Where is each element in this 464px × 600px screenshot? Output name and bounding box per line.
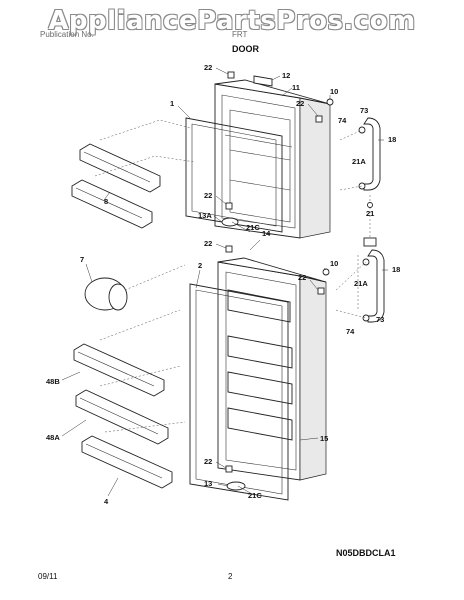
handle-18-top — [363, 117, 381, 191]
callout-1: 1 — [170, 99, 174, 108]
nameplate — [253, 75, 273, 87]
plug-22-mid — [225, 202, 233, 210]
handle-18-bottom — [367, 249, 385, 323]
hinge-13 — [226, 481, 246, 491]
model-header: FRT — [232, 30, 248, 39]
plug-22-top — [227, 71, 235, 79]
callout-10-top: 10 — [330, 87, 338, 96]
freezer-door-assembly — [185, 79, 331, 239]
footer-date: 09/11 — [38, 572, 58, 581]
callout-22-bottom: 22 — [204, 457, 212, 466]
publication-header: Publication No. — [40, 30, 94, 39]
diagram-code: N05DBDCLA1 — [336, 548, 396, 558]
footer-page-number: 2 — [228, 572, 233, 581]
callout-73-bottom: 73 — [376, 315, 384, 324]
section-title: DOOR — [232, 44, 259, 54]
screw-10-bottom — [322, 268, 330, 276]
callout-21c-bottom: 21C — [248, 491, 262, 500]
callout-4: 4 — [104, 497, 109, 506]
callout-21a-top: 21A — [352, 157, 366, 166]
callout-13: 13 — [204, 479, 212, 488]
callout-18-top: 18 — [388, 135, 396, 144]
callout-14: 14 — [262, 229, 271, 238]
callout-2: 2 — [198, 261, 202, 270]
plug-22-bottom — [225, 465, 233, 473]
hinge-13a — [221, 217, 239, 227]
callout-22-lower: 22 — [204, 239, 212, 248]
fresh-food-door-assembly — [189, 257, 327, 501]
butter-container-7 — [84, 264, 186, 311]
callout-21: 21 — [366, 209, 374, 218]
callout-74-bottom: 74 — [346, 327, 355, 336]
callout-48b: 48B — [46, 377, 60, 386]
callout-48a: 48A — [46, 433, 60, 442]
callout-22-top: 22 — [204, 63, 212, 72]
callout-7: 7 — [80, 255, 84, 264]
callout-8: 8 — [104, 197, 108, 206]
leader-lines — [61, 67, 388, 497]
freezer-shelves-8 — [71, 119, 196, 229]
plug-22-right-lower — [317, 287, 325, 295]
plug-22-lower — [225, 245, 233, 253]
watermark: AppliancePartsPros.com — [48, 6, 416, 36]
door-shelves-48b-48a-4 — [73, 309, 186, 489]
callout-22-right-top: 22 — [296, 99, 304, 108]
callout-11: 11 — [292, 83, 300, 92]
callout-18-bottom: 18 — [392, 265, 400, 274]
callout-12: 12 — [282, 71, 290, 80]
hinge-pin-21 — [367, 202, 373, 208]
callout-15: 15 — [320, 434, 328, 443]
callout-21c-top: 21C — [246, 223, 260, 232]
callout-22-right-lower: 22 — [298, 273, 306, 282]
callout-74-top: 74 — [338, 116, 347, 125]
callout-73-top: 73 — [360, 106, 368, 115]
callout-10-bottom: 10 — [330, 259, 338, 268]
callout-21a-bottom: 21A — [354, 279, 368, 288]
plug-22-right-top — [315, 115, 323, 123]
callout-22-mid: 22 — [204, 191, 212, 200]
callout-13a: 13A — [198, 211, 212, 220]
